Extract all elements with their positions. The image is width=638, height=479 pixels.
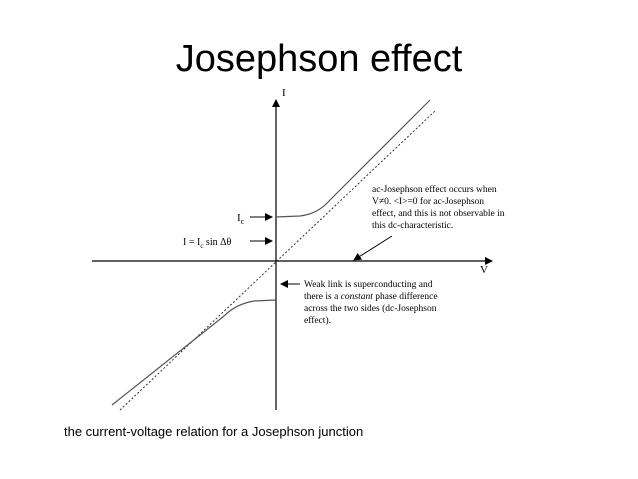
slide-caption: the current-voltage relation for a Josep… [64,424,364,439]
ohmic-reference-line [119,109,437,411]
ac-note-pointer [353,235,393,261]
slide-title: Josephson effect [175,38,463,80]
voltage-axis-label: V [480,264,488,276]
iv-curve-upper-branch [275,99,431,218]
current-axis-label: I [282,87,286,99]
critical-current-label: Ic [237,212,245,226]
dc-josephson-note: Weak link is superconducting and there i… [304,280,440,326]
iv-curve-lower-branch [111,299,277,406]
supercurrent-relation-label: I = Ic sin Δθ [183,237,232,250]
ac-josephson-note: ac-Josephson effect occurs when V≠0. <I>… [372,184,507,231]
